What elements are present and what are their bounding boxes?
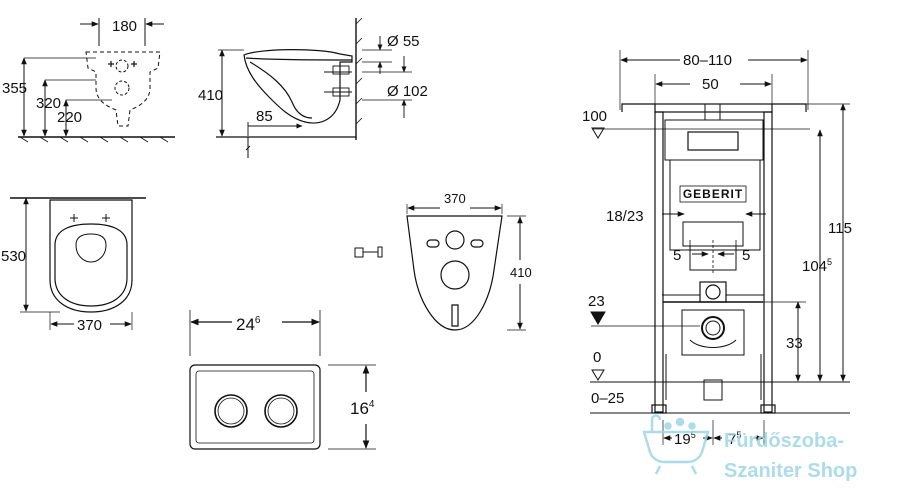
geberit-logo: GEBERIT <box>679 185 747 203</box>
dim-plate-height: 164 <box>350 399 375 418</box>
dim-gasket-370: 370 <box>444 191 466 206</box>
dim-height-220: 220 <box>57 109 82 126</box>
dim-offset-left: 5 <box>673 247 681 264</box>
side-view <box>216 17 412 158</box>
dim-height-104-5: 1045 <box>802 257 832 275</box>
level-outlet-23: 23 <box>588 293 605 310</box>
dim-diameter-102: Ø 102 <box>387 83 428 100</box>
dim-bottom-left: 195 <box>674 430 696 448</box>
dim-diameter-55: Ø 55 <box>387 33 420 50</box>
dim-frame-inner-width: 50 <box>702 76 719 93</box>
watermark: Fürdőszoba- Szaniter Shop <box>642 414 857 482</box>
dim-bottom-right: 75 <box>728 430 741 448</box>
dim-height-320: 320 <box>36 95 61 112</box>
installation-frame <box>590 50 850 445</box>
brand-label: GEBERIT <box>683 187 743 201</box>
dim-side-410: 410 <box>198 87 223 104</box>
dim-gasket-410: 410 <box>510 265 532 280</box>
dim-plate-width: 246 <box>236 315 261 334</box>
front-view-dimensions <box>18 18 175 143</box>
level-floor-0: 0 <box>593 349 601 366</box>
gasket-view <box>354 204 526 331</box>
bathtub-icon <box>642 414 710 475</box>
flush-plate <box>189 310 376 450</box>
watermark-line-1: Fürdőszoba- <box>724 430 844 452</box>
dim-plan-370: 370 <box>77 317 102 334</box>
dim-pipe-position: 18/23 <box>606 208 644 225</box>
dim-outlet-height-33: 33 <box>786 335 803 352</box>
dim-height-355: 355 <box>2 80 27 97</box>
plan-view <box>10 197 146 330</box>
watermark-line-2: Szaniter Shop <box>724 460 857 482</box>
dim-side-85: 85 <box>256 108 273 125</box>
level-floor-range: 0–25 <box>591 390 624 407</box>
dim-width-180: 180 <box>112 18 137 35</box>
level-top-100: 100 <box>582 108 607 125</box>
dim-frame-overall-width: 80–110 <box>683 52 732 69</box>
dim-height-115: 115 <box>828 220 852 237</box>
dim-plan-530: 530 <box>1 248 26 265</box>
dim-offset-right: 5 <box>742 247 750 264</box>
